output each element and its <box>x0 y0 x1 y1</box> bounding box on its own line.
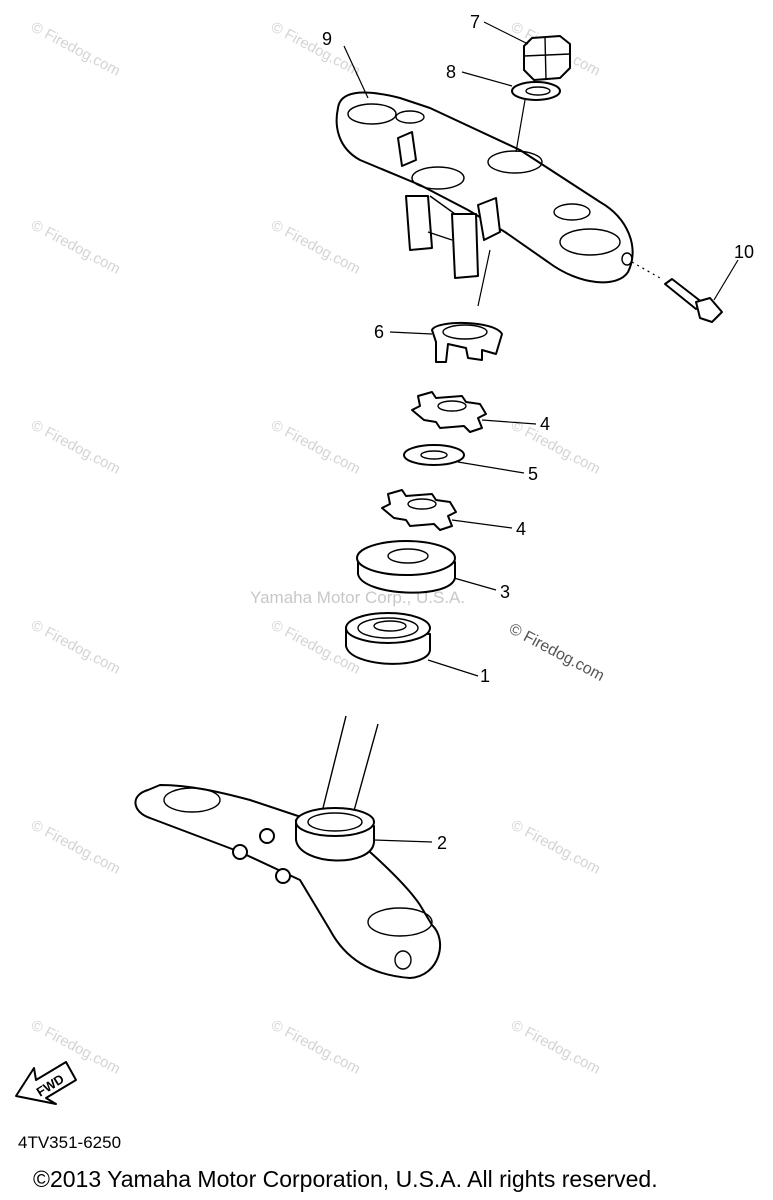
callout-7: 7 <box>470 12 480 32</box>
stem-axis-line <box>477 249 491 307</box>
callout-4-upper: 4 <box>540 414 550 434</box>
leader-lines <box>343 21 739 843</box>
watermark-text: © Firedog.com <box>28 217 123 278</box>
pinch-bolt <box>631 261 723 323</box>
copyright-text: ©2013 Yamaha Motor Corporation, U.S.A. A… <box>33 1166 658 1192</box>
callout-8: 8 <box>446 62 456 82</box>
fwd-arrow-icon: FWD <box>15 1061 77 1105</box>
upper-bearing <box>345 612 431 665</box>
watermark-text: © Firedog.com <box>28 1017 123 1078</box>
callout-5: 5 <box>528 464 538 484</box>
dust-cover <box>356 540 456 594</box>
callout-4-lower: 4 <box>516 519 526 539</box>
watermark-text: © Firedog.com <box>28 417 123 478</box>
washer-5 <box>403 444 465 466</box>
diagram-code: 4TV351-6250 <box>18 1133 122 1152</box>
ring-nut-lower <box>381 489 457 531</box>
watermark-text: © Firedog.com <box>28 817 123 878</box>
watermark-text: © Firedog.com <box>268 1017 363 1078</box>
watermark-firedog: © Firedog.com <box>506 621 607 685</box>
callout-1: 1 <box>480 666 490 686</box>
watermark-text: © Firedog.com <box>28 19 123 80</box>
watermark-text: © Firedog.com <box>28 617 123 678</box>
ring-nut-upper <box>411 391 487 433</box>
watermark-text: © Firedog.com <box>268 19 363 80</box>
watermark-text: © Firedog.com <box>508 417 603 478</box>
watermark-text: © Firedog.com <box>508 817 603 878</box>
callout-6: 6 <box>374 322 384 342</box>
callout-3: 3 <box>500 582 510 602</box>
nut-axis-line <box>515 99 526 153</box>
callout-2: 2 <box>437 833 447 853</box>
callout-10: 10 <box>734 242 754 262</box>
upper-bracket <box>335 91 634 284</box>
watermark-text: © Firedog.com <box>508 1017 603 1078</box>
washer-8 <box>511 81 561 101</box>
callout-9: 9 <box>322 29 332 49</box>
watermark-text: © Firedog.com <box>268 417 363 478</box>
lower-bearing <box>295 807 375 862</box>
lock-washer <box>431 322 503 363</box>
watermark-text: © Firedog.com <box>268 217 363 278</box>
crown-nut <box>523 35 571 81</box>
lower-bracket <box>134 715 441 979</box>
